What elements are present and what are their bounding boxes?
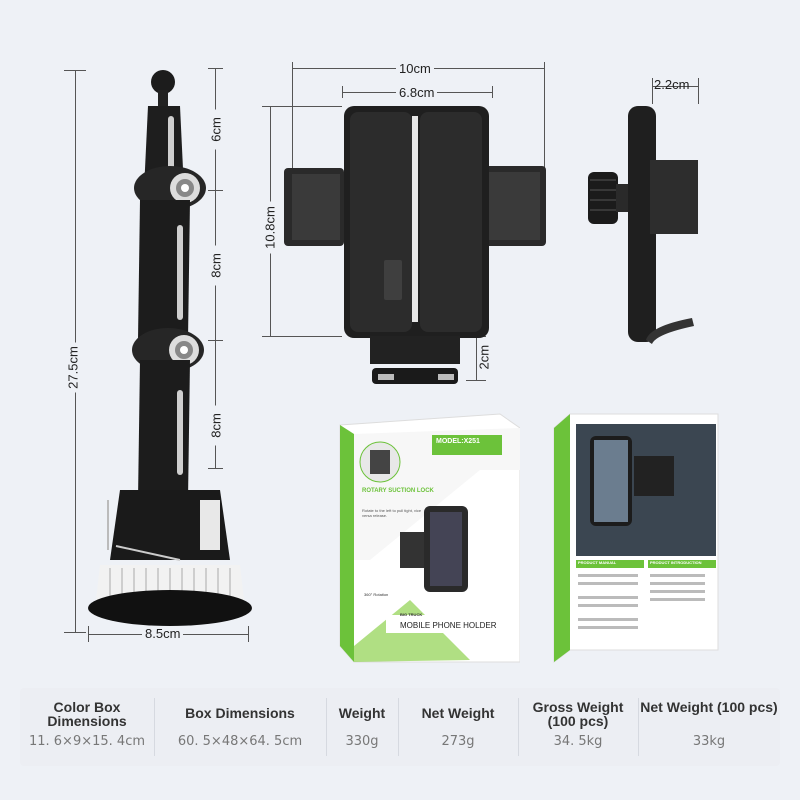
inner-tick-left <box>342 86 343 98</box>
spec-column: Box Dimensions 60. 5×48×64. 5cm <box>154 688 326 766</box>
box-product-name: MOBILE PHONE HOLDER <box>400 621 497 630</box>
spec-header: Weight <box>338 705 386 721</box>
box-intro-title: PRODUCT INTRODUCTION <box>650 560 702 565</box>
box-rotation-label: 360° Rotation <box>364 592 389 597</box>
spec-value: 330g <box>345 734 379 749</box>
product-diagram: 27.5cm 6cm 8cm 8cm <box>64 61 719 663</box>
box-feature-title: ROTARY SUCTION LOCK <box>362 488 434 494</box>
spec-column: Weight 330g <box>326 688 398 766</box>
spec-value: 60. 5×48×64. 5cm <box>177 734 303 749</box>
inner-width-label: 6.8cm <box>396 85 438 100</box>
base-tick-right <box>248 626 249 642</box>
spec-column: Net Weight (100 pcs) 33kg <box>638 688 780 766</box>
base-tick-left <box>88 626 89 642</box>
spec-column: Color Box Dimensions 11. 6×9×15. 4cm <box>20 688 154 766</box>
arm-tick-4 <box>208 468 223 469</box>
spec-value: 11. 6×9×15. 4cm <box>28 734 146 749</box>
outer-tick-left <box>292 62 293 182</box>
spec-value: 33kg <box>692 734 726 749</box>
base-width-label: 8.5cm <box>142 626 184 641</box>
holder-front-image <box>284 106 546 384</box>
spec-divider <box>398 698 399 756</box>
spec-divider <box>326 698 327 756</box>
side-tick-right <box>698 78 699 104</box>
foot-height-line <box>476 336 477 380</box>
box-manual-title: PRODUCT MANUAL <box>578 560 617 565</box>
side-depth-line <box>652 86 698 87</box>
spec-header: Color Box Dimensions <box>47 699 127 729</box>
spec-divider <box>638 698 639 756</box>
holder-height-tick-top <box>262 106 342 107</box>
spec-divider <box>154 698 155 756</box>
spec-header: Gross Weight (100 pcs) <box>532 699 624 729</box>
spec-divider <box>518 698 519 756</box>
specs-table: Color Box Dimensions 11. 6×9×15. 4cm Box… <box>20 688 780 766</box>
arm-tick-1 <box>208 68 223 69</box>
box-model-label: MODEL:X251 <box>436 438 480 445</box>
suction-arm-image <box>88 70 252 626</box>
box-badge: BIG TRUCK <box>400 612 423 617</box>
spec-header: Box Dimensions <box>185 705 295 721</box>
spec-column: Gross Weight (100 pcs) 34. 5kg <box>518 688 638 766</box>
holder-height-tick-bottom <box>262 336 342 337</box>
holder-height-label: 10.8cm <box>262 201 278 254</box>
spec-column: Net Weight 273g <box>398 688 518 766</box>
side-depth-label: 2.2cm <box>654 77 690 92</box>
holder-side-image <box>588 106 698 344</box>
arm-tick-2 <box>208 190 223 191</box>
arm-tick-3 <box>208 340 223 341</box>
inner-tick-right <box>492 86 493 98</box>
spec-header: Net Weight <box>421 705 495 721</box>
package-box-front <box>339 413 520 663</box>
outer-tick-right <box>544 62 545 182</box>
spec-value: 34. 5kg <box>553 734 603 749</box>
total-height-label: 27.5cm <box>65 342 81 393</box>
spec-header: Net Weight (100 pcs) <box>640 699 778 715</box>
outer-width-label: 10cm <box>396 61 434 76</box>
spec-value: 273g <box>441 734 475 749</box>
package-box-back <box>553 413 719 663</box>
box-feature-desc: Rotate to the left to pull tight, vice v… <box>362 508 422 518</box>
total-height-tick-top <box>64 70 86 71</box>
side-tick-left <box>652 78 653 104</box>
foot-tick-bottom <box>466 380 486 381</box>
total-height-tick-bottom <box>64 632 86 633</box>
